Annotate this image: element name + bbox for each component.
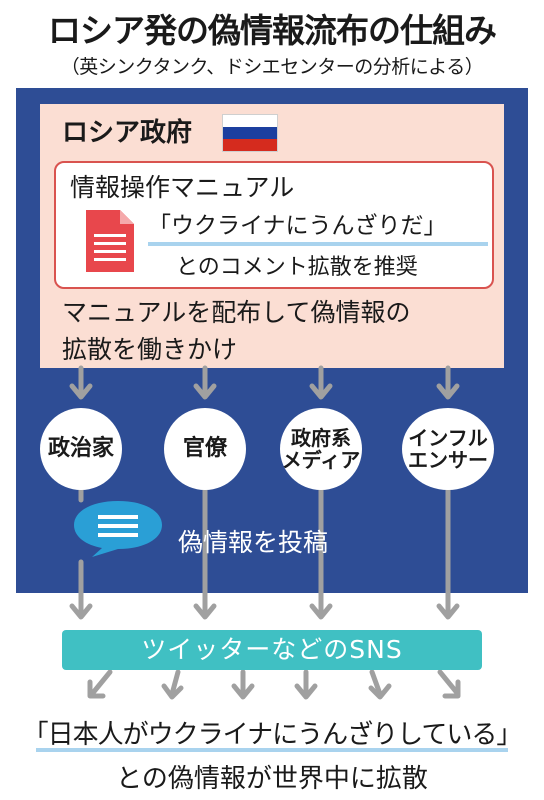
- instruction-line-1: マニュアルを配布して偽情報の: [62, 298, 411, 327]
- actor-state-media: 政府系 メディア: [280, 408, 362, 490]
- sns-box: ツイッターなどのSNS: [62, 630, 482, 670]
- result-highlight: [36, 748, 508, 752]
- manual-note: とのコメント拡散を推奨: [176, 255, 418, 280]
- result-text: との偽情報が世界中に拡散: [116, 764, 428, 794]
- speech-bubble-icon: [74, 501, 162, 557]
- manual-title: 情報操作マニュアル: [70, 173, 295, 202]
- manual-quote: 「ウクライナにうんざりだ」: [148, 206, 488, 246]
- page-title: ロシア発の偽情報流布の仕組み: [48, 11, 497, 50]
- russia-flag-icon: [222, 114, 278, 152]
- actor-bureaucrats: 官僚: [164, 408, 246, 490]
- government-label: ロシア政府: [62, 118, 193, 148]
- document-icon: [86, 210, 134, 272]
- actor-influencers: インフル エンサー: [402, 408, 494, 490]
- result-quote: 「日本人がウクライナにうんざりしている」: [22, 720, 523, 750]
- page-subtitle: （英シンクタンク、ドシエセンターの分析による）: [60, 56, 484, 78]
- actor-politicians: 政治家: [40, 408, 122, 490]
- instruction-line-2: 拡散を働きかけ: [62, 335, 238, 364]
- post-disinformation-label: 偽情報を投稿: [178, 528, 329, 557]
